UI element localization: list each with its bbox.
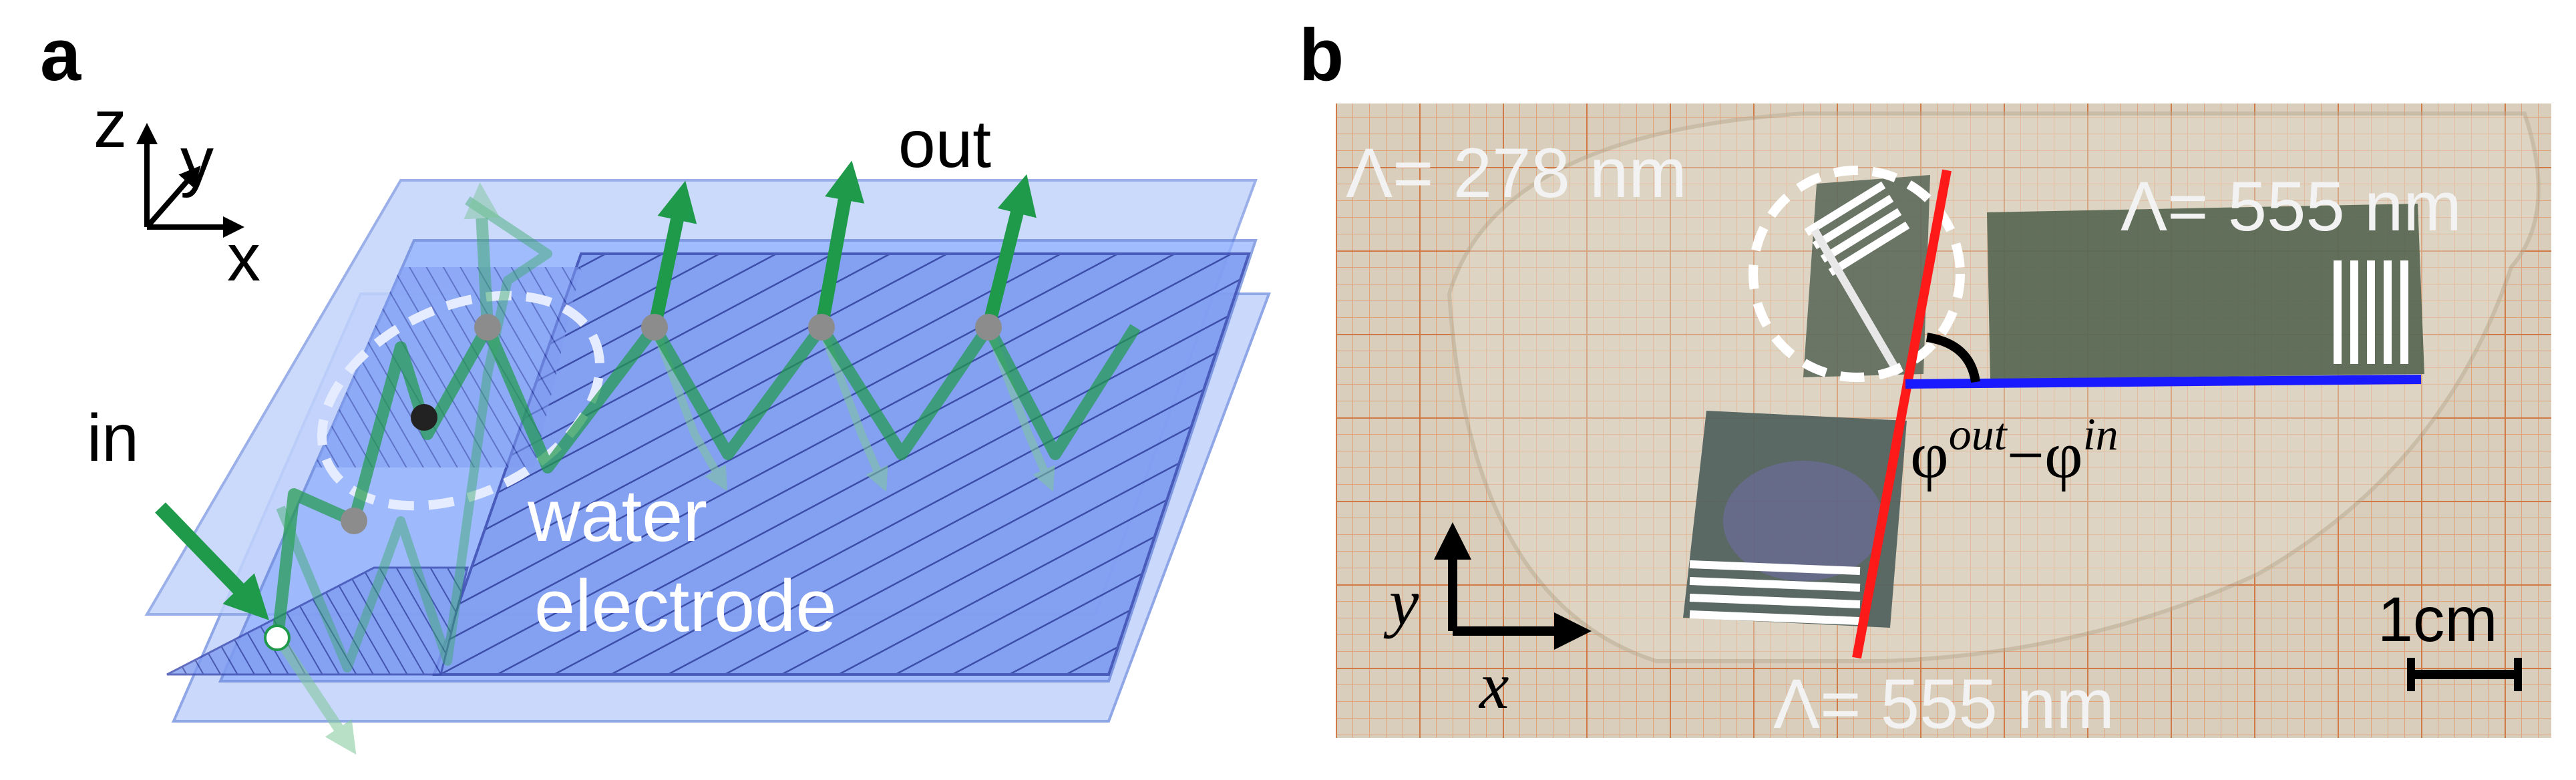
guided-zigzag-beam-back bbox=[276, 196, 552, 672]
sample-555nm-right bbox=[1987, 204, 2424, 379]
transmitted-beam bbox=[276, 638, 357, 755]
output-beam-back bbox=[464, 182, 500, 328]
guided-zigzag-beam bbox=[271, 321, 1141, 642]
axis-y-label: y bbox=[180, 124, 214, 198]
grating-electrode-left bbox=[166, 566, 469, 676]
axes-a: z y x bbox=[94, 87, 260, 295]
interaction-point-dark bbox=[411, 404, 437, 431]
y-axis-arrow bbox=[144, 165, 201, 229]
output-beam-2 bbox=[815, 160, 865, 329]
axes-b: y x bbox=[1383, 522, 1592, 723]
period-label-bottom: Λ= 555 nm bbox=[1773, 665, 2114, 743]
interaction-point-4 bbox=[808, 314, 835, 341]
dashed-circle-b bbox=[1749, 166, 1965, 382]
grating-marks-right bbox=[2334, 260, 2408, 364]
phi-in-symbol: φ bbox=[2044, 418, 2083, 492]
in-label: in bbox=[87, 401, 139, 475]
panel-b: b bbox=[1299, 14, 2551, 743]
phi-out-sup: out bbox=[1949, 409, 2008, 459]
sample-iridescence bbox=[1723, 461, 1883, 581]
output-beam-3 bbox=[982, 174, 1037, 329]
scale-bar-label: 1cm bbox=[2378, 584, 2497, 655]
axis-z-label: z bbox=[94, 87, 127, 162]
period-label-top-left: Λ= 278 nm bbox=[1346, 134, 1687, 212]
faint-beam-1 bbox=[651, 325, 727, 492]
sample-278nm bbox=[1803, 175, 1930, 377]
minus-sign: − bbox=[2007, 418, 2044, 492]
phi-in-sup: in bbox=[2083, 409, 2119, 459]
panel-a: a z y x bbox=[40, 14, 1271, 755]
scale-bar: 1cm bbox=[2378, 584, 2522, 691]
interaction-point-1 bbox=[341, 508, 367, 534]
period-label-top-right: Λ= 555 nm bbox=[2121, 168, 2462, 246]
blue-line bbox=[1905, 375, 2422, 389]
phi-out-symbol: φ bbox=[1910, 418, 1949, 492]
axis-y-label-b: y bbox=[1383, 565, 1419, 639]
dashed-circle-a bbox=[317, 290, 604, 511]
interaction-point-3 bbox=[641, 314, 668, 341]
angle-arc bbox=[1925, 333, 1980, 383]
water-label: water bbox=[527, 475, 707, 557]
entry-point bbox=[264, 624, 291, 651]
output-beam-1 bbox=[648, 180, 697, 329]
panel-a-letter: a bbox=[40, 14, 81, 96]
grating-marks-top-left bbox=[1804, 181, 1910, 377]
panel-b-letter: b bbox=[1299, 14, 1344, 96]
axis-x-label: x bbox=[227, 220, 260, 295]
input-beam-arrow bbox=[155, 502, 269, 620]
interaction-point-2 bbox=[474, 314, 501, 341]
out-label: out bbox=[898, 107, 991, 182]
grating-marks-bottom bbox=[1689, 560, 1861, 625]
phi-difference-label: φout−φin bbox=[1910, 409, 2119, 492]
faint-beam-2 bbox=[817, 325, 888, 492]
electrode-label: electrode bbox=[534, 565, 837, 647]
interaction-point-5 bbox=[975, 314, 1002, 341]
red-line bbox=[1852, 169, 1952, 659]
axis-x-label-b: x bbox=[1478, 648, 1509, 723]
